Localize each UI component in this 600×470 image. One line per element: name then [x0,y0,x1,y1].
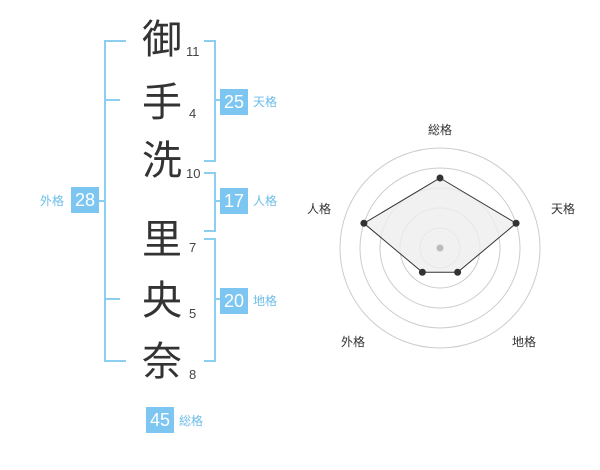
axis-label-tenkaku: 天格 [551,201,575,216]
gaikaku-connector [97,200,104,202]
radar-point [512,219,520,227]
axis-label-jinkaku: 人格 [307,201,331,216]
stroke-count-4: 7 [189,240,197,255]
chikaku-connector [216,298,222,300]
stroke-count-6: 8 [189,367,197,382]
name-char-2: 手 [142,80,182,126]
name-char-3: 洗 [142,138,182,184]
stroke-count-5: 5 [189,306,197,321]
axis-label-soukaku: 総格 [428,122,452,137]
axis-label-chikaku: 地格 [512,334,536,349]
tenkaku-bracket [204,40,216,162]
gaikaku-label: 外格 [40,194,65,208]
name-char-5: 央 [142,278,182,324]
axis-label-gaikaku: 外格 [341,334,365,349]
gaikaku-tick-mid [104,298,120,300]
gaikaku-bracket [104,40,126,362]
stroke-count-1: 11 [186,44,200,59]
tenkaku-value: 25 [220,89,248,115]
jinkaku-bracket [204,172,216,232]
jinkaku-value: 17 [220,188,248,214]
stroke-count-3: 10 [186,166,201,181]
soukaku-label: 総格 [179,414,204,428]
gaikaku-tick-mid [104,99,120,101]
name-char-4: 里 [142,217,182,263]
name-char-6: 奈 [142,339,182,385]
soukaku-value: 45 [146,407,174,433]
chikaku-label: 地格 [253,294,278,308]
chikaku-bracket [204,238,216,362]
radar-center-dot [436,244,444,252]
gaikaku-value: 28 [71,187,99,213]
radar-ring [359,167,521,329]
chikaku-value: 20 [220,288,248,314]
radar-ring [339,147,541,349]
radar-point [360,219,368,227]
jinkaku-label: 人格 [253,194,278,208]
name-char-1: 御 [142,17,182,63]
tenkaku-label: 天格 [253,95,278,109]
tenkaku-connector [216,99,222,101]
radar-point [454,268,462,276]
stroke-count-2: 4 [189,106,197,121]
radar-point [418,268,426,276]
radar-polygon [363,177,517,273]
jinkaku-connector [216,200,222,202]
radar-point [436,174,444,182]
